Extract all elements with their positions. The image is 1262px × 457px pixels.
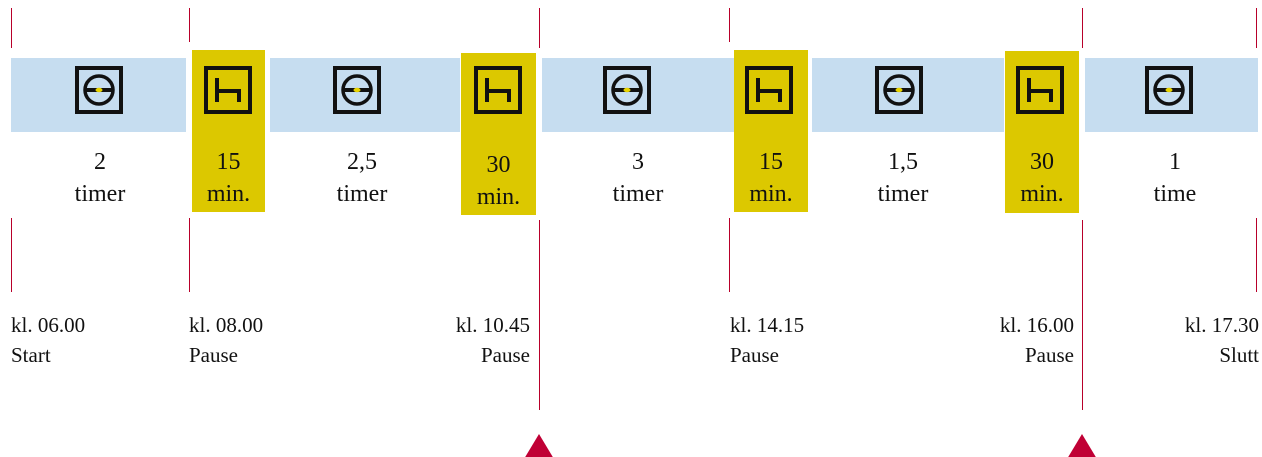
timestamp-time: kl. 17.30 bbox=[1184, 313, 1259, 337]
drive-band-1 bbox=[11, 58, 186, 132]
bed-icon bbox=[204, 66, 252, 114]
divider-line bbox=[1082, 8, 1083, 48]
steering-wheel-icon bbox=[1145, 66, 1193, 114]
timestamp-label: Pause bbox=[1025, 343, 1074, 367]
drive-band-2 bbox=[270, 58, 460, 132]
triangle-marker-icon bbox=[1067, 434, 1097, 457]
divider-line bbox=[11, 218, 12, 292]
bed-icon bbox=[1016, 66, 1064, 114]
divider-line bbox=[539, 8, 540, 48]
duration-unit: min. bbox=[206, 181, 251, 207]
steering-wheel-icon bbox=[875, 66, 923, 114]
timestamp-pause: kl. 16.00 Pause bbox=[934, 310, 1074, 370]
divider-line bbox=[1256, 8, 1257, 48]
drive-band-5 bbox=[1085, 58, 1258, 132]
duration-unit: timer bbox=[877, 181, 929, 207]
timestamp-pause: kl. 10.45 Pause bbox=[390, 310, 530, 370]
timestamp-label: Start bbox=[11, 343, 51, 367]
duration-value: 1,5 bbox=[888, 149, 918, 175]
timestamp-pause: kl. 14.15 Pause bbox=[730, 310, 870, 370]
timestamp-label: Pause bbox=[481, 343, 530, 367]
steering-wheel-icon bbox=[333, 66, 381, 114]
pause-duration: 15 min. bbox=[192, 146, 265, 212]
divider-line bbox=[539, 220, 540, 410]
duration-unit: timer bbox=[74, 181, 126, 207]
duration-value: 15 bbox=[759, 149, 783, 175]
divider-line bbox=[1256, 218, 1257, 292]
divider-line bbox=[729, 218, 730, 292]
timestamp-end: kl. 17.30 Slutt bbox=[1119, 310, 1259, 370]
duration-value: 3 bbox=[632, 149, 644, 175]
duration-value: 30 bbox=[1030, 149, 1054, 175]
duration-value: 15 bbox=[216, 149, 241, 175]
pause-duration: 15 min. bbox=[734, 146, 808, 212]
segment-duration: 1,5 timer bbox=[853, 146, 953, 212]
duration-unit: min. bbox=[476, 184, 521, 210]
duration-unit: min. bbox=[1020, 181, 1064, 207]
divider-line bbox=[729, 8, 730, 42]
pause-box-2 bbox=[461, 53, 536, 215]
timestamp-time: kl. 10.45 bbox=[455, 313, 530, 337]
divider-line bbox=[11, 8, 12, 48]
duration-unit: min. bbox=[749, 181, 793, 207]
divider-line bbox=[189, 8, 190, 42]
segment-duration: 2 timer bbox=[50, 146, 150, 212]
steering-wheel-icon bbox=[603, 66, 651, 114]
segment-duration: 3 timer bbox=[588, 146, 688, 212]
pause-duration: 30 min. bbox=[461, 149, 536, 215]
timestamp-start: kl. 06.00 Start bbox=[11, 310, 151, 370]
timestamp-label: Pause bbox=[730, 343, 779, 367]
bed-icon bbox=[474, 66, 522, 114]
triangle-marker-icon bbox=[524, 434, 554, 457]
pause-duration: 30 min. bbox=[1005, 146, 1079, 212]
duration-unit: timer bbox=[336, 181, 388, 207]
timestamp-time: kl. 06.00 bbox=[11, 313, 86, 337]
duration-unit: timer bbox=[612, 181, 664, 207]
duration-value: 30 bbox=[486, 152, 511, 178]
duration-value: 2,5 bbox=[347, 149, 377, 175]
timestamp-pause: kl. 08.00 Pause bbox=[189, 310, 329, 370]
segment-duration: 1 time bbox=[1125, 146, 1225, 212]
timestamp-label: Pause bbox=[189, 343, 238, 367]
timestamp-time: kl. 14.15 bbox=[730, 313, 805, 337]
drive-band-4 bbox=[812, 58, 1004, 132]
segment-duration: 2,5 timer bbox=[312, 146, 412, 212]
timestamp-time: kl. 08.00 bbox=[189, 313, 264, 337]
steering-wheel-icon bbox=[75, 66, 123, 114]
duration-value: 1 bbox=[1169, 149, 1181, 175]
timestamp-label: Slutt bbox=[1219, 343, 1259, 367]
duration-unit: time bbox=[1153, 181, 1197, 207]
duration-value: 2 bbox=[94, 149, 106, 175]
timestamp-time: kl. 16.00 bbox=[999, 313, 1074, 337]
bed-icon bbox=[745, 66, 793, 114]
divider-line bbox=[1082, 220, 1083, 410]
divider-line bbox=[189, 218, 190, 292]
